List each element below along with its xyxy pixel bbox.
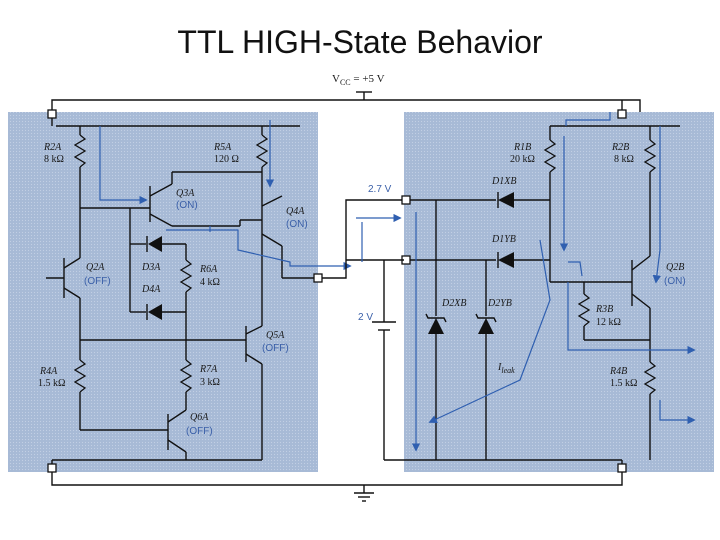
vcc-bus bbox=[51, 99, 641, 112]
r5a-resistor bbox=[255, 134, 269, 168]
d4a-diode bbox=[148, 304, 162, 320]
svg-text:R4B: R4B bbox=[609, 366, 627, 377]
svg-text:D1YB: D1YB bbox=[491, 234, 516, 245]
svg-text:Q2B: Q2B bbox=[666, 262, 684, 273]
svg-text:20 kΩ: 20 kΩ bbox=[510, 154, 535, 165]
r1b-resistor bbox=[543, 139, 557, 173]
ground-bus bbox=[51, 472, 623, 486]
svg-text:3 kΩ: 3 kΩ bbox=[200, 377, 220, 388]
gate-a-panel bbox=[8, 112, 318, 472]
svg-text:R2B: R2B bbox=[611, 142, 629, 153]
d1yb-diode bbox=[498, 252, 514, 268]
svg-text:R5A: R5A bbox=[213, 142, 232, 153]
svg-text:(ON): (ON) bbox=[664, 276, 686, 287]
d2xb-diode bbox=[428, 318, 444, 334]
svg-text:Q4A: Q4A bbox=[286, 206, 305, 217]
svg-text:R3B: R3B bbox=[595, 304, 613, 315]
svg-text:Q3A: Q3A bbox=[176, 188, 195, 199]
r2b-resistor bbox=[643, 139, 657, 173]
svg-text:R2A: R2A bbox=[43, 142, 62, 153]
r6a-resistor bbox=[179, 259, 193, 293]
svg-text:D1XB: D1XB bbox=[491, 176, 516, 187]
svg-text:(ON): (ON) bbox=[176, 200, 198, 211]
svg-text:1.5 kΩ: 1.5 kΩ bbox=[610, 378, 637, 389]
slide-title: TTL HIGH-State Behavior bbox=[177, 24, 543, 60]
svg-text:R1B: R1B bbox=[513, 142, 531, 153]
svg-text:Q2A: Q2A bbox=[86, 262, 105, 273]
vcc-label: VCC = +5 V bbox=[332, 73, 385, 87]
d1xb-diode bbox=[498, 192, 514, 208]
svg-text:2.7 V: 2.7 V bbox=[368, 184, 392, 195]
svg-text:R4A: R4A bbox=[39, 366, 58, 377]
svg-text:1.5 kΩ: 1.5 kΩ bbox=[38, 378, 65, 389]
svg-text:D2XB: D2XB bbox=[441, 298, 466, 309]
svg-text:(ON): (ON) bbox=[286, 219, 308, 230]
r4a-resistor bbox=[73, 359, 87, 393]
r4b-resistor bbox=[643, 361, 657, 395]
svg-text:4 kΩ: 4 kΩ bbox=[200, 277, 220, 288]
svg-text:D3A: D3A bbox=[141, 262, 161, 273]
svg-text:8 kΩ: 8 kΩ bbox=[44, 154, 64, 165]
r7a-resistor bbox=[179, 359, 193, 393]
svg-text:D4A: D4A bbox=[141, 284, 161, 295]
svg-text:D2YB: D2YB bbox=[487, 298, 512, 309]
d2yb-diode bbox=[478, 318, 494, 334]
svg-text:(OFF): (OFF) bbox=[84, 276, 111, 287]
svg-text:(OFF): (OFF) bbox=[262, 343, 289, 354]
svg-text:R7A: R7A bbox=[199, 364, 218, 375]
leak-current-label: Ileak bbox=[497, 362, 515, 375]
r3b-resistor bbox=[577, 293, 591, 327]
gate-b-panel bbox=[404, 112, 714, 472]
svg-text:8 kΩ: 8 kΩ bbox=[614, 154, 634, 165]
gate-b-input-x bbox=[401, 195, 411, 205]
svg-text:2 V: 2 V bbox=[358, 312, 373, 323]
svg-text:(OFF): (OFF) bbox=[186, 426, 213, 437]
gate-a-output-terminal bbox=[313, 273, 323, 283]
svg-text:R6A: R6A bbox=[199, 264, 218, 275]
d3a-diode bbox=[148, 236, 162, 252]
svg-text:12 kΩ: 12 kΩ bbox=[596, 317, 621, 328]
svg-text:120 Ω: 120 Ω bbox=[214, 154, 239, 165]
r2a-resistor bbox=[73, 134, 87, 168]
svg-text:Q5A: Q5A bbox=[266, 330, 285, 341]
svg-text:Q6A: Q6A bbox=[190, 412, 209, 423]
